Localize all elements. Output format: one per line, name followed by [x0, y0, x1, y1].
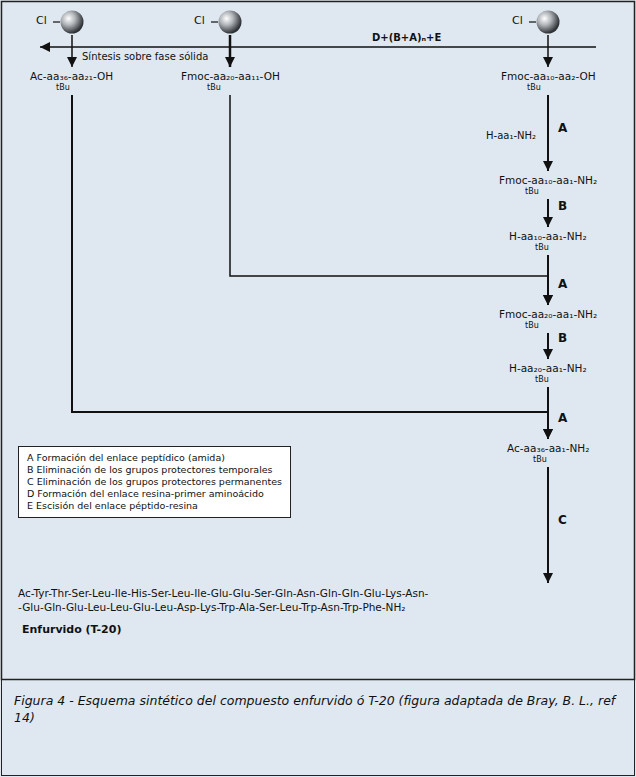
protecting-group: tBu	[181, 83, 280, 92]
resin-bead-shape	[219, 11, 242, 34]
fragment-formula: Fmoc-aa₁₀-aa₂-OH	[501, 70, 596, 83]
fragment-formula: Ac-aa₃₆-aa₁-NH₂	[507, 442, 589, 455]
reaction-arrow	[230, 95, 548, 305]
peptide-sequence: Ac-Tyr-Thr-Ser-Leu-Ile-His-Ser-Leu-Ile-G…	[18, 584, 618, 616]
legend-entry: A Formación del enlace peptídico (amida)	[27, 452, 282, 464]
bond-line	[211, 21, 218, 22]
protecting-group: tBu	[499, 187, 597, 196]
resin-bead-icon	[218, 10, 242, 34]
peptide-intermediate: H-aa₂₀-aa₁-NH₂tBu	[505, 360, 591, 386]
step-letter: A	[558, 121, 567, 135]
peptide-fragment: Fmoc-aa₂₀-aa₁₁-OHtBu	[177, 68, 284, 94]
peptide-fragment: Ac-aa₃₆-aa₂₁-OHtBu	[26, 68, 117, 94]
resin-bead-shape	[537, 11, 560, 34]
bond-line	[53, 21, 60, 22]
resin-label: Cl	[36, 14, 47, 27]
peptide-intermediate: H-aa₁₀-aa₁-NH₂tBu	[505, 228, 591, 254]
peptide-intermediate: Fmoc-aa₂₀-aa₁-NH₂tBu	[495, 306, 601, 332]
protecting-group: tBu	[507, 455, 589, 464]
reaction-arrow	[71, 35, 73, 67]
peptide-intermediate: Fmoc-aa₁₀-aa₁-NH₂tBu	[495, 172, 601, 198]
resin-bead-shape	[61, 11, 84, 34]
resin-bead: Cl	[536, 10, 560, 34]
figure-caption: Figura 4 - Esquema sintético del compues…	[14, 692, 620, 726]
resin-label: Cl	[194, 14, 205, 27]
resin-label: Cl	[512, 14, 523, 27]
legend-entry: E Escisión del enlace péptido-resina	[27, 500, 282, 512]
reaction-arrow	[72, 95, 548, 439]
reaction-arrow	[229, 35, 232, 67]
peptide-intermediate: Ac-aa₃₆-aa₁-NH₂tBu	[503, 440, 593, 466]
reaction-arrow	[547, 467, 549, 583]
reaction-arrow	[547, 333, 549, 359]
resin-bead-icon	[536, 10, 560, 34]
sequence-text: Ac-Tyr-Thr-Ser-Leu-Ile-His-Ser-Leu-Ile-G…	[18, 586, 435, 614]
resin-bead-icon	[60, 10, 84, 34]
reagent-label: H-aa₁-NH₂	[486, 130, 536, 142]
step-letter: A	[558, 277, 567, 291]
reaction-arrow	[547, 95, 549, 171]
process-formula: D+(B+A)ₙ+E	[372, 32, 441, 44]
fragment-formula: H-aa₂₀-aa₁-NH₂	[509, 362, 587, 375]
process-caption: Síntesis sobre fase sólida	[82, 51, 208, 63]
bond-line	[529, 21, 536, 22]
fragment-formula: Ac-aa₃₆-aa₂₁-OH	[30, 70, 113, 83]
protecting-group: tBu	[499, 321, 597, 330]
legend-box: A Formación del enlace peptídico (amida)…	[18, 446, 291, 518]
legend-entry: B Eliminación de los grupos protectores …	[27, 464, 282, 476]
protecting-group: tBu	[30, 83, 113, 92]
step-letter: C	[558, 513, 567, 527]
reaction-arrow	[547, 35, 549, 67]
legend-entry: C Eliminación de los grupos protectores …	[27, 476, 282, 488]
step-letter: B	[558, 199, 567, 213]
figure-frame	[2, 2, 635, 680]
protecting-group: tBu	[501, 83, 596, 92]
resin-bead: Cl	[60, 10, 84, 34]
fragment-formula: H-aa₁₀-aa₁-NH₂	[509, 230, 587, 243]
legend-entry: D Formación del enlace resina-primer ami…	[27, 488, 282, 500]
fragment-formula: Fmoc-aa₁₀-aa₁-NH₂	[499, 174, 597, 187]
step-letter: B	[558, 331, 567, 345]
protecting-group: tBu	[509, 375, 587, 384]
peptide-fragment: Fmoc-aa₁₀-aa₂-OHtBu	[497, 68, 600, 94]
protecting-group: tBu	[509, 243, 587, 252]
synthesis-axis	[40, 46, 596, 48]
fragment-formula: Fmoc-aa₂₀-aa₁-NH₂	[499, 308, 597, 321]
reaction-arrow	[547, 199, 549, 227]
compound-name: Enfurvido (T-20)	[22, 624, 121, 636]
fragment-formula: Fmoc-aa₂₀-aa₁₁-OH	[181, 70, 280, 83]
step-letter: A	[558, 411, 567, 425]
resin-bead: Cl	[218, 10, 242, 34]
